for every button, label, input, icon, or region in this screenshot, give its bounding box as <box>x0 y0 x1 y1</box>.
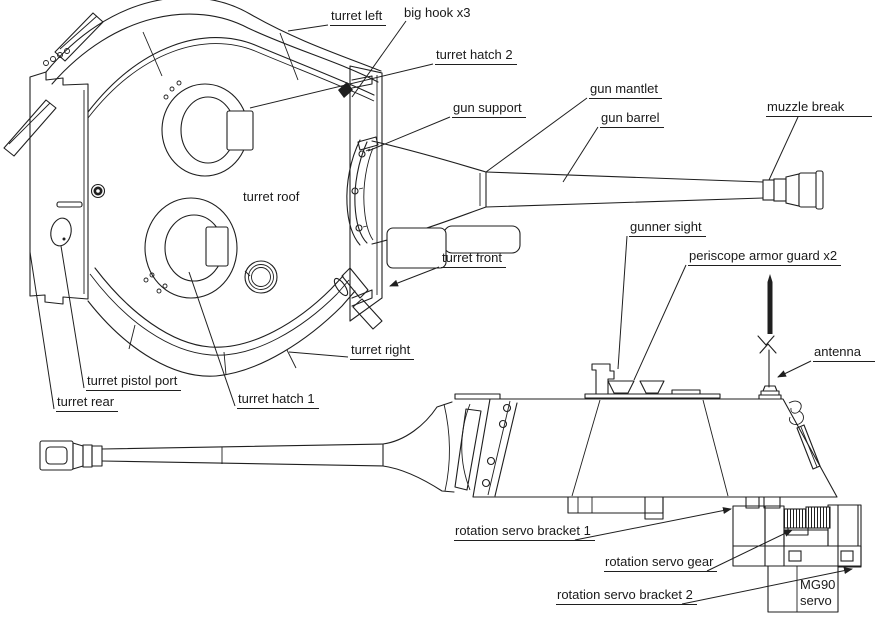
label-turret-hatch-2: turret hatch 2 <box>435 48 517 65</box>
rotation-servo-gear <box>783 506 831 529</box>
label-periscope-armor-guard: periscope armor guard x2 <box>688 249 842 266</box>
label-gun-mantlet: gun mantlet <box>589 82 662 99</box>
label-gun-support: gun support <box>452 101 526 118</box>
mg90-servo-body <box>767 565 839 613</box>
label-mg90-servo: MG90 servo <box>800 577 835 609</box>
side-muzzle-break <box>39 440 103 471</box>
label-muzzle-break: muzzle break <box>766 100 873 117</box>
mg90-line1: MG90 <box>800 577 836 592</box>
bolt-holes <box>143 80 182 294</box>
ventilator-ring <box>244 260 278 294</box>
label-antenna: antenna <box>813 345 875 362</box>
gunner-sight <box>591 363 615 395</box>
roof-bolt <box>90 183 106 199</box>
label-gunner-sight: gunner sight <box>629 220 706 237</box>
label-turret-hatch-1: turret hatch 1 <box>237 392 319 409</box>
turret-hatch-2 <box>161 83 254 177</box>
turret-side-view <box>39 274 862 613</box>
turret-right-wall <box>87 267 356 377</box>
label-rotation-servo-bracket-2: rotation servo bracket 2 <box>556 588 697 605</box>
side-barrel-flare <box>382 401 455 493</box>
gun-support-block <box>386 225 521 269</box>
label-gun-barrel: gun barrel <box>600 111 664 128</box>
label-big-hook: big hook x3 <box>404 5 471 20</box>
label-turret-right: turret right <box>350 343 415 360</box>
periscope-armor-guards <box>607 380 665 394</box>
roof-slot <box>56 201 83 208</box>
label-turret-roof: turret roof <box>243 189 300 204</box>
label-turret-pistol-port: turret pistol port <box>86 374 182 391</box>
side-gun-barrel <box>101 443 384 467</box>
muzzle-break-top <box>762 170 824 210</box>
antenna <box>757 274 782 400</box>
label-rotation-servo-gear: rotation servo gear <box>604 555 718 572</box>
turret-front-plate <box>349 65 383 322</box>
big-hook <box>338 82 353 98</box>
gun-support-ring <box>346 136 379 246</box>
leader-lines <box>29 20 853 605</box>
side-body <box>472 398 838 498</box>
side-mantlet <box>443 400 518 497</box>
turret-hatch-1 <box>144 197 238 299</box>
turret-rear-wall <box>29 71 89 305</box>
rear-slope-strip <box>796 424 821 470</box>
label-rotation-servo-bracket-1: rotation servo bracket 1 <box>454 524 595 541</box>
front-corner-hooks <box>333 82 383 330</box>
label-turret-rear: turret rear <box>56 395 119 412</box>
rear-curl-hook <box>788 400 804 425</box>
mg90-line2: servo <box>800 593 832 608</box>
label-turret-left: turret left <box>330 9 387 26</box>
turret-left-wall <box>45 0 382 119</box>
turret-top-view <box>3 0 824 377</box>
gun-barrel-top <box>485 171 764 208</box>
pistol-port <box>50 217 72 247</box>
label-turret-front: turret front <box>441 251 506 268</box>
